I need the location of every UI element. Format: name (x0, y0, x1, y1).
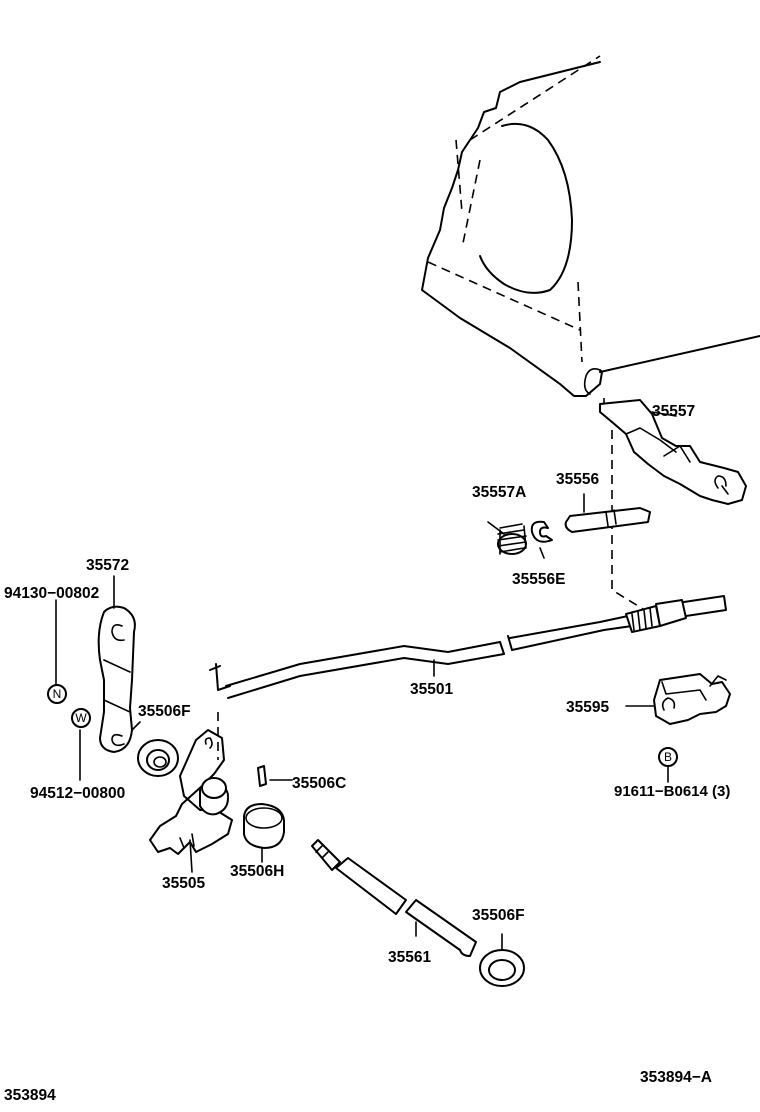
part-35561-shaft (311, 839, 477, 957)
transmission-housing (421, 55, 760, 397)
label-35572: 35572 (86, 557, 129, 574)
svg-text:W: W (75, 711, 87, 725)
part-35556e-eclip (530, 520, 553, 559)
badge-w: W (71, 708, 91, 728)
part-35505-detent-lever (149, 712, 233, 873)
leader-lines (55, 411, 677, 783)
part-35506f-seal-right (479, 933, 525, 987)
label-35505: 35505 (162, 875, 205, 892)
label-35561: 35561 (388, 949, 431, 966)
part-35595-bracket (625, 673, 731, 725)
part-35506c-pin (257, 765, 293, 787)
label-35506f-right: 35506F (472, 907, 525, 924)
badge-b: B (658, 747, 678, 767)
badge-n: N (47, 684, 67, 704)
svg-text:B: B (664, 750, 672, 764)
label-35557a: 35557A (472, 484, 526, 501)
label-94512-00800: 94512−00800 (30, 785, 125, 802)
label-35557: 35557 (652, 403, 695, 420)
label-94130-00802: 94130−00802 (4, 585, 99, 602)
part-35557a-spring (487, 521, 527, 555)
part-35572-link (97, 575, 136, 753)
label-35501: 35501 (410, 681, 453, 698)
svg-text:N: N (53, 687, 62, 701)
part-35557-lever (599, 399, 747, 505)
label-35556: 35556 (556, 471, 599, 488)
guide-line-2 (611, 430, 649, 613)
label-35506h: 35506H (230, 863, 284, 880)
label-35506c: 35506C (292, 775, 346, 792)
part-35556-pin (564, 493, 651, 533)
part-35501-cable (209, 595, 727, 699)
label-91611-b0614: 91611−B0614 (3) (614, 783, 730, 800)
part-35506h-bushing (243, 803, 285, 863)
footer-code-left: 353894 (4, 1087, 56, 1104)
label-35506f-left: 35506F (138, 703, 191, 720)
footer-code-right: 353894−A (640, 1069, 712, 1086)
label-35595: 35595 (566, 699, 609, 716)
part-35506f-seal-left (137, 739, 179, 777)
label-35556e: 35556E (512, 571, 565, 588)
